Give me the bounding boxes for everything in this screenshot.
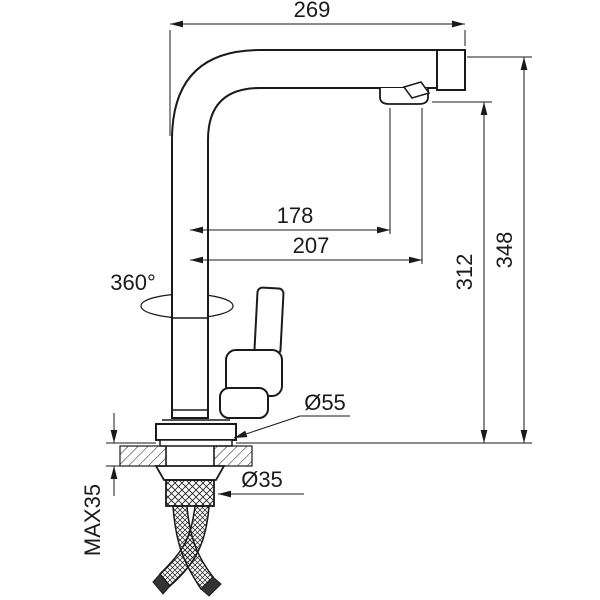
- counter-deck-left: [119, 445, 167, 467]
- leader-base-diameter: [233, 415, 350, 439]
- aerator-knob: [402, 81, 431, 99]
- max-thickness-label: MAX35: [80, 484, 105, 556]
- faucet-body: [140, 49, 466, 447]
- hose-fitting-left: [152, 573, 171, 595]
- dim-overall-width: [169, 20, 466, 136]
- swivel-angle-label: 360°: [110, 270, 156, 295]
- dim-reach-inner: [190, 108, 391, 234]
- dim-label-312: 312: [452, 254, 477, 291]
- shank-diameter-label: Ø35: [241, 467, 283, 492]
- counter-deck-right: [213, 445, 253, 467]
- dim-reach-outer: [190, 108, 423, 264]
- mounting-flange: [154, 465, 226, 481]
- spout-dock: [219, 387, 269, 419]
- dim-label-348: 348: [492, 232, 517, 269]
- spout-pipe: [171, 49, 466, 419]
- mounting-assembly: [119, 445, 253, 597]
- dim-height-to-spout: [432, 101, 492, 443]
- dim-height-overall: [467, 56, 532, 443]
- dimensions: [106, 20, 532, 498]
- handle-lever: [253, 286, 285, 356]
- mounting-nut: [165, 479, 215, 507]
- base-ring: [155, 423, 237, 441]
- dim-label-269: 269: [294, 0, 331, 22]
- shank-edges: [165, 446, 215, 466]
- dim-max-thickness: [106, 413, 122, 496]
- pipe-joint-lines: [172, 317, 208, 411]
- base-gasket: [159, 439, 233, 447]
- dimension-labels: 269 178 207 312 348 360° Ø55 Ø35 MAX35: [80, 0, 517, 556]
- dim-label-178: 178: [277, 203, 314, 228]
- dim-label-207: 207: [293, 233, 330, 258]
- base-diameter-label: Ø55: [304, 390, 346, 415]
- hose-fitting-right: [200, 576, 222, 597]
